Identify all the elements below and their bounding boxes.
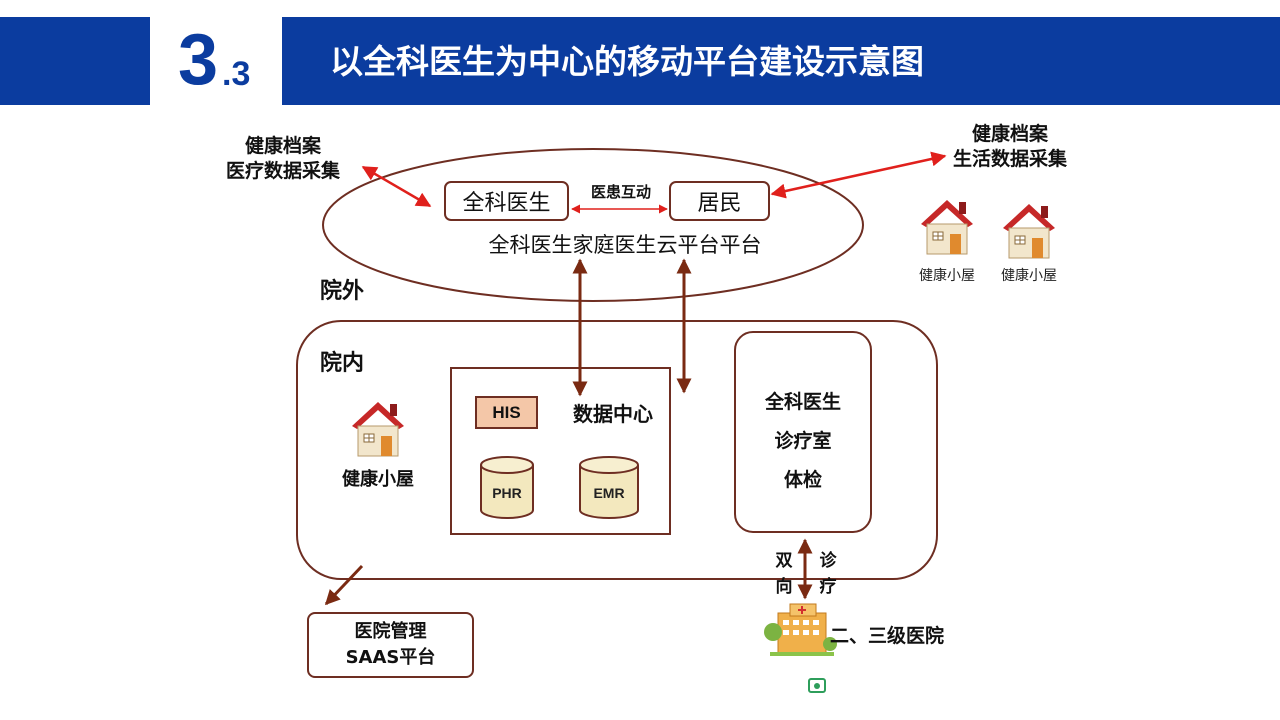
house-icon-1 [920, 199, 974, 255]
data-center-title: 数据中心 [573, 402, 653, 426]
saas-line-2: SAAS平台 [345, 647, 436, 668]
section-number-box [150, 17, 282, 105]
arrow-life-data [770, 151, 947, 199]
saas-box: 医院管理 SAAS平台 [307, 612, 474, 678]
resident-box: 居民 [669, 181, 770, 221]
hospital-boundary [296, 320, 938, 580]
referral-left-label: 双 向 [775, 551, 793, 597]
medical-data-label-line1: 健康档案 [244, 135, 321, 157]
life-data-label: 健康档案 生活数据采集 [945, 122, 1075, 172]
doctor-box: 全科医生 [444, 181, 569, 221]
his-box [475, 396, 538, 429]
emr-cylinder [579, 456, 639, 519]
health-hut-inside-caption: 健康小屋 [342, 469, 414, 490]
phr-cylinder [480, 456, 534, 519]
hospital-icon [764, 603, 837, 656]
clinic-line-2: 诊疗室 [774, 430, 832, 452]
header-band-right [282, 17, 1280, 105]
medical-data-label: 健康档案 医疗数据采集 [218, 134, 348, 184]
outside-label: 院外 [320, 279, 365, 304]
his-label: HIS [492, 402, 521, 422]
clinic-box [734, 331, 872, 533]
clinic-text: 全科医生 诊疗室 体检 [735, 383, 871, 500]
interaction-label: 医患互动 [590, 183, 651, 201]
arrow-saas [324, 564, 364, 606]
inside-label: 院内 [320, 351, 365, 376]
header-band-left [0, 17, 150, 105]
saas-line-1: 医院管理 [354, 621, 427, 642]
cloud-platform-label: 全科医生家庭医生云平台平台 [488, 233, 762, 257]
hospital-label: 二、三级医院 [830, 625, 945, 647]
health-hut-caption-1: 健康小屋 [919, 268, 975, 284]
page-title: 以全科医生为中心的移动平台建设示意图 [330, 42, 924, 81]
house-icon-2 [1002, 203, 1056, 259]
referral-right-label: 诊 疗 [819, 551, 837, 597]
phr-label: PHR [492, 485, 522, 501]
arrow-medical-data [361, 165, 432, 208]
medical-data-label-line2: 医疗数据采集 [225, 160, 340, 182]
section-subnumber: .3 [222, 55, 251, 93]
life-data-label-line1: 健康档案 [971, 123, 1048, 145]
emr-label: EMR [593, 485, 625, 501]
life-data-label-line2: 生活数据采集 [952, 148, 1067, 170]
health-hut-caption-2: 健康小屋 [1001, 268, 1057, 284]
cloud-ellipse [322, 148, 864, 302]
section-number: 3 [178, 20, 219, 100]
clinic-line-1: 全科医生 [764, 391, 841, 413]
small-green-icon [808, 678, 826, 693]
clinic-line-3: 体检 [783, 469, 822, 491]
house-icon-inside [351, 401, 405, 457]
